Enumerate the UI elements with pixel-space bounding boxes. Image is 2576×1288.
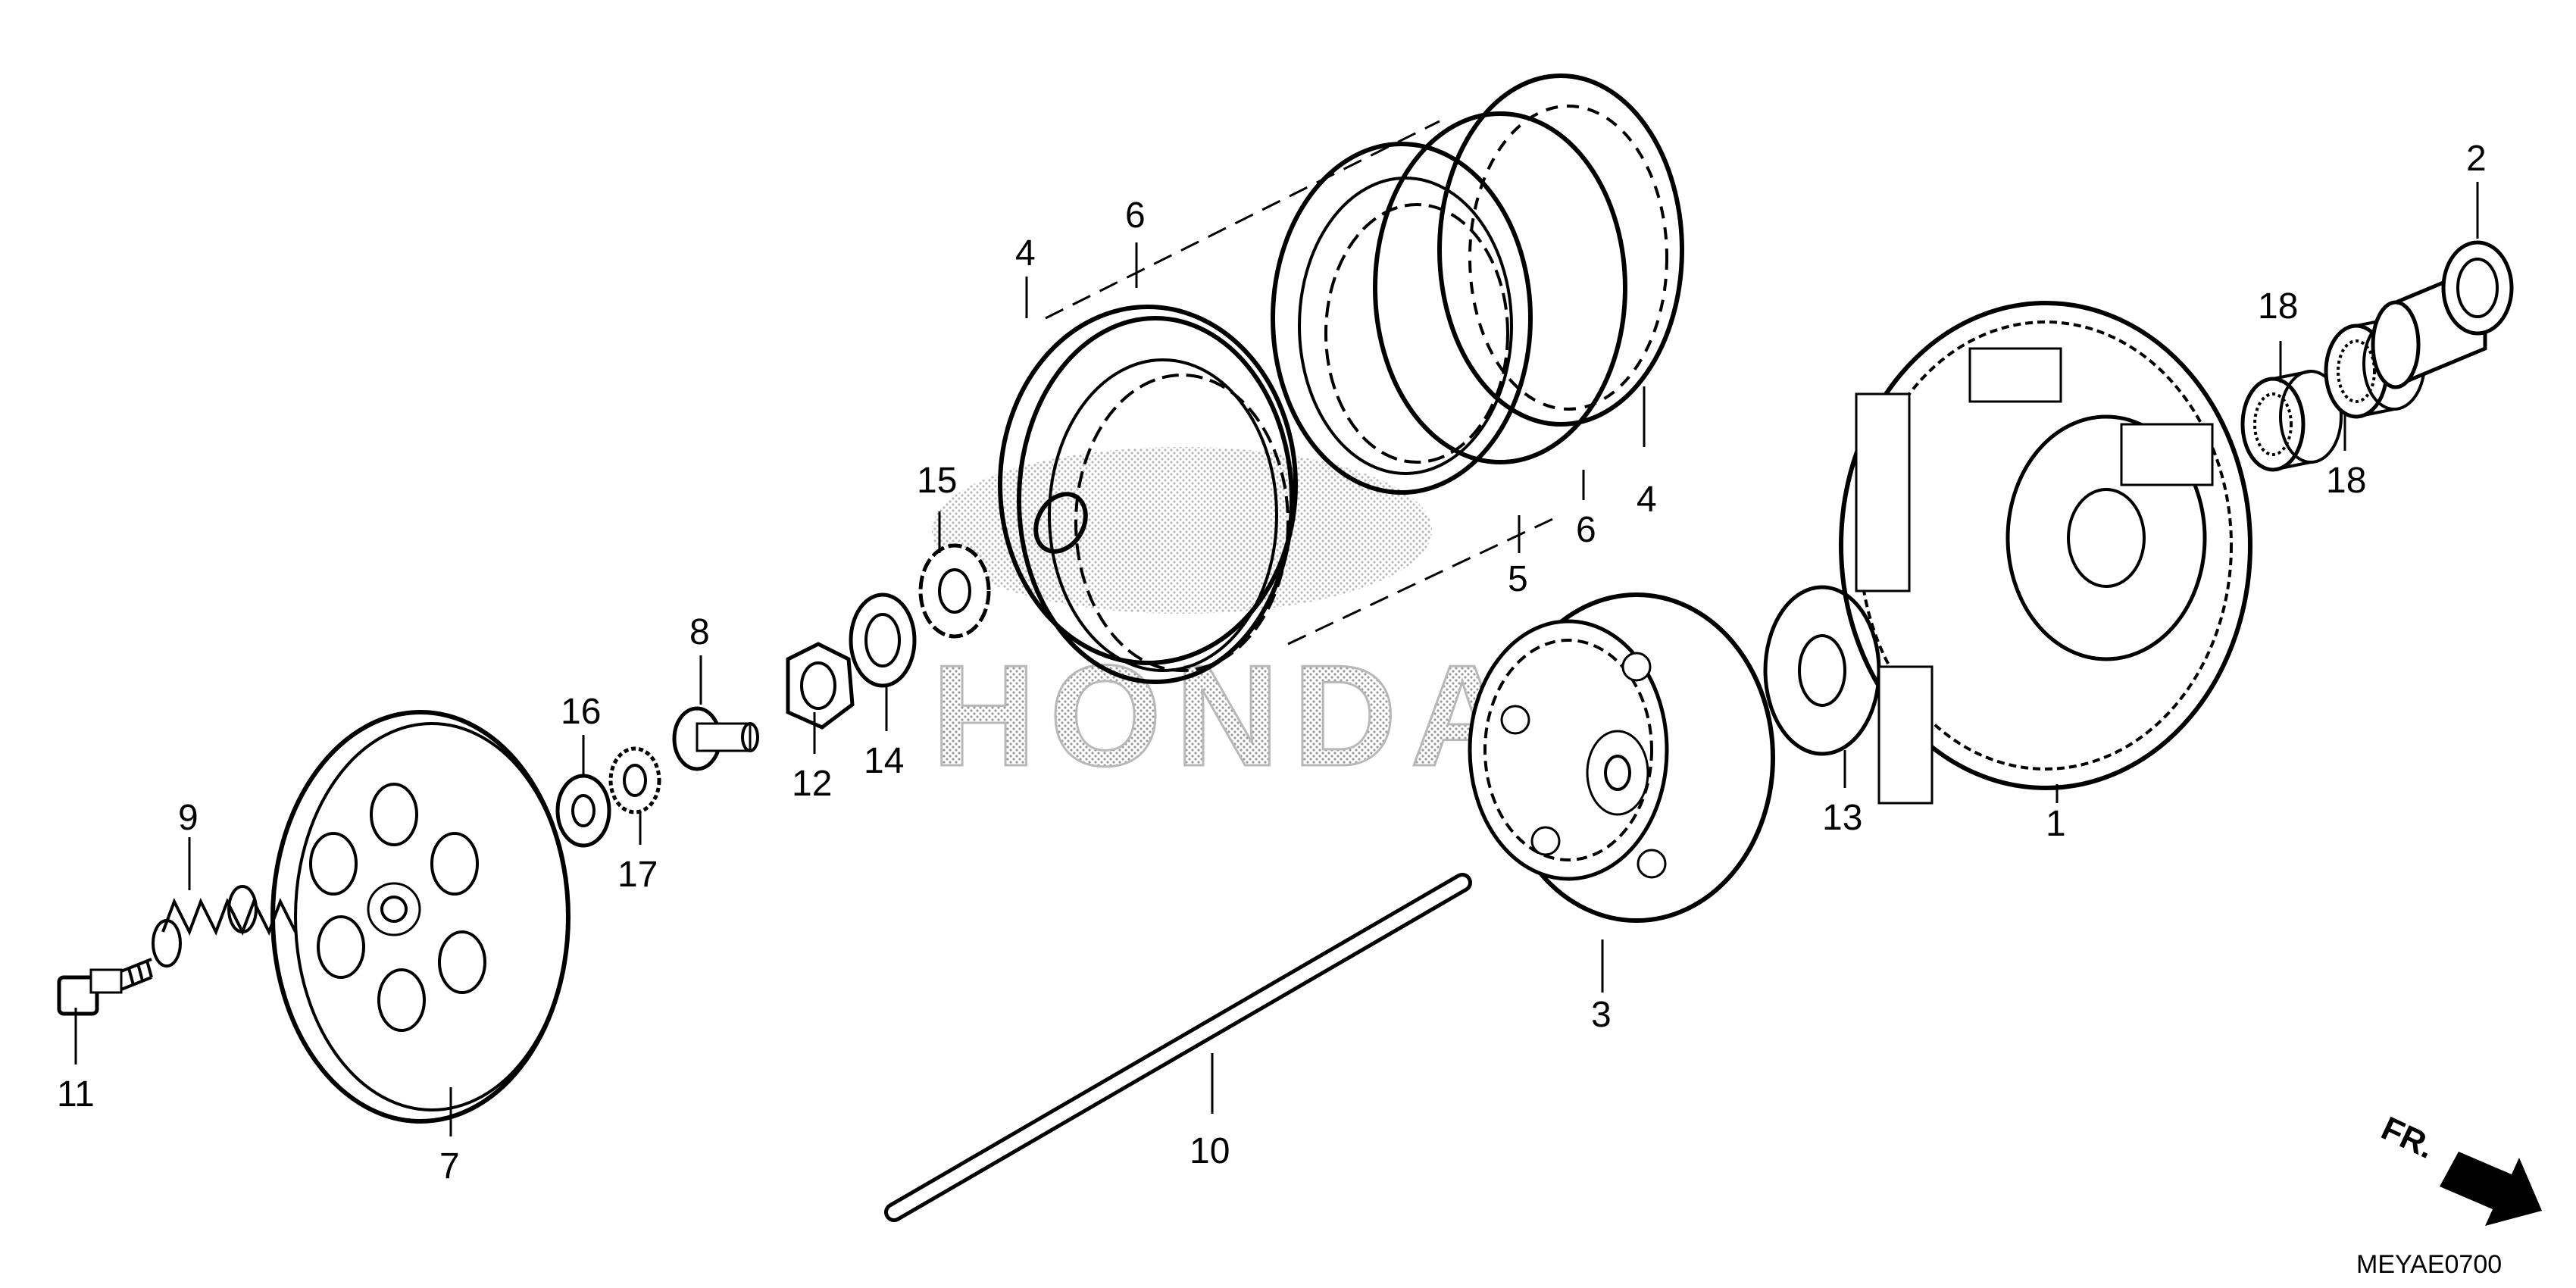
bolt	[57, 958, 153, 1016]
clutch-disc-stack-rear	[1271, 73, 1684, 495]
callout-8: 8	[689, 612, 710, 652]
front-direction-marker: FR.	[2376, 1110, 2542, 1226]
clutch-cover-plate	[270, 710, 571, 1124]
callout-10: 10	[1190, 1131, 1230, 1171]
fr-label: FR.	[2376, 1110, 2440, 1166]
callout-17: 17	[617, 855, 658, 895]
callout-4-rear: 4	[1637, 480, 1657, 520]
lock-washer-15	[918, 543, 991, 639]
friction-disc-front	[998, 305, 1298, 684]
callout-6-rear: 6	[1576, 510, 1596, 550]
callout-5: 5	[1508, 559, 1528, 599]
callout-13: 13	[1822, 798, 1862, 838]
arrow-right-down-icon	[2440, 1152, 2542, 1226]
watermark-text: HONDA	[932, 636, 1528, 796]
outer-guide-collar	[2371, 240, 2514, 389]
thrust-washer-13	[1763, 585, 1881, 756]
alignment-lines	[1045, 120, 1562, 646]
callout-14: 14	[864, 741, 904, 781]
callout-15: 15	[917, 461, 957, 501]
washer-14	[849, 592, 917, 688]
spring	[152, 885, 297, 968]
lifter-rod	[884, 873, 1472, 1222]
callout-11: 11	[57, 1074, 95, 1114]
callout-3: 3	[1591, 995, 1612, 1035]
callout-labels: 1 2 3 4 4 5 6 6 7 8 9 10 11 12 13 14 15 …	[57, 139, 2487, 1186]
callout-4-front: 4	[1015, 233, 1036, 274]
callout-18-rear: 18	[2326, 461, 2366, 501]
clutch-center	[1468, 592, 1775, 923]
callout-9: 9	[178, 798, 199, 838]
leader-lines	[74, 182, 2479, 1136]
callout-6-front: 6	[1125, 195, 1146, 236]
callout-12: 12	[792, 764, 832, 804]
clutch-outer	[1839, 301, 2252, 805]
diagram-code: MEYAE0700	[2356, 1250, 2502, 1279]
toothed-washer-17	[608, 746, 661, 814]
callout-16: 16	[561, 692, 601, 732]
callout-18-front: 18	[2258, 286, 2298, 327]
callout-1: 1	[2046, 804, 2066, 844]
lock-nut	[786, 642, 855, 730]
lifter-piece	[672, 706, 759, 771]
callout-7: 7	[439, 1146, 460, 1186]
callout-2: 2	[2466, 139, 2487, 179]
washer-16	[555, 774, 611, 848]
needle-bearing-front	[2240, 370, 2343, 472]
